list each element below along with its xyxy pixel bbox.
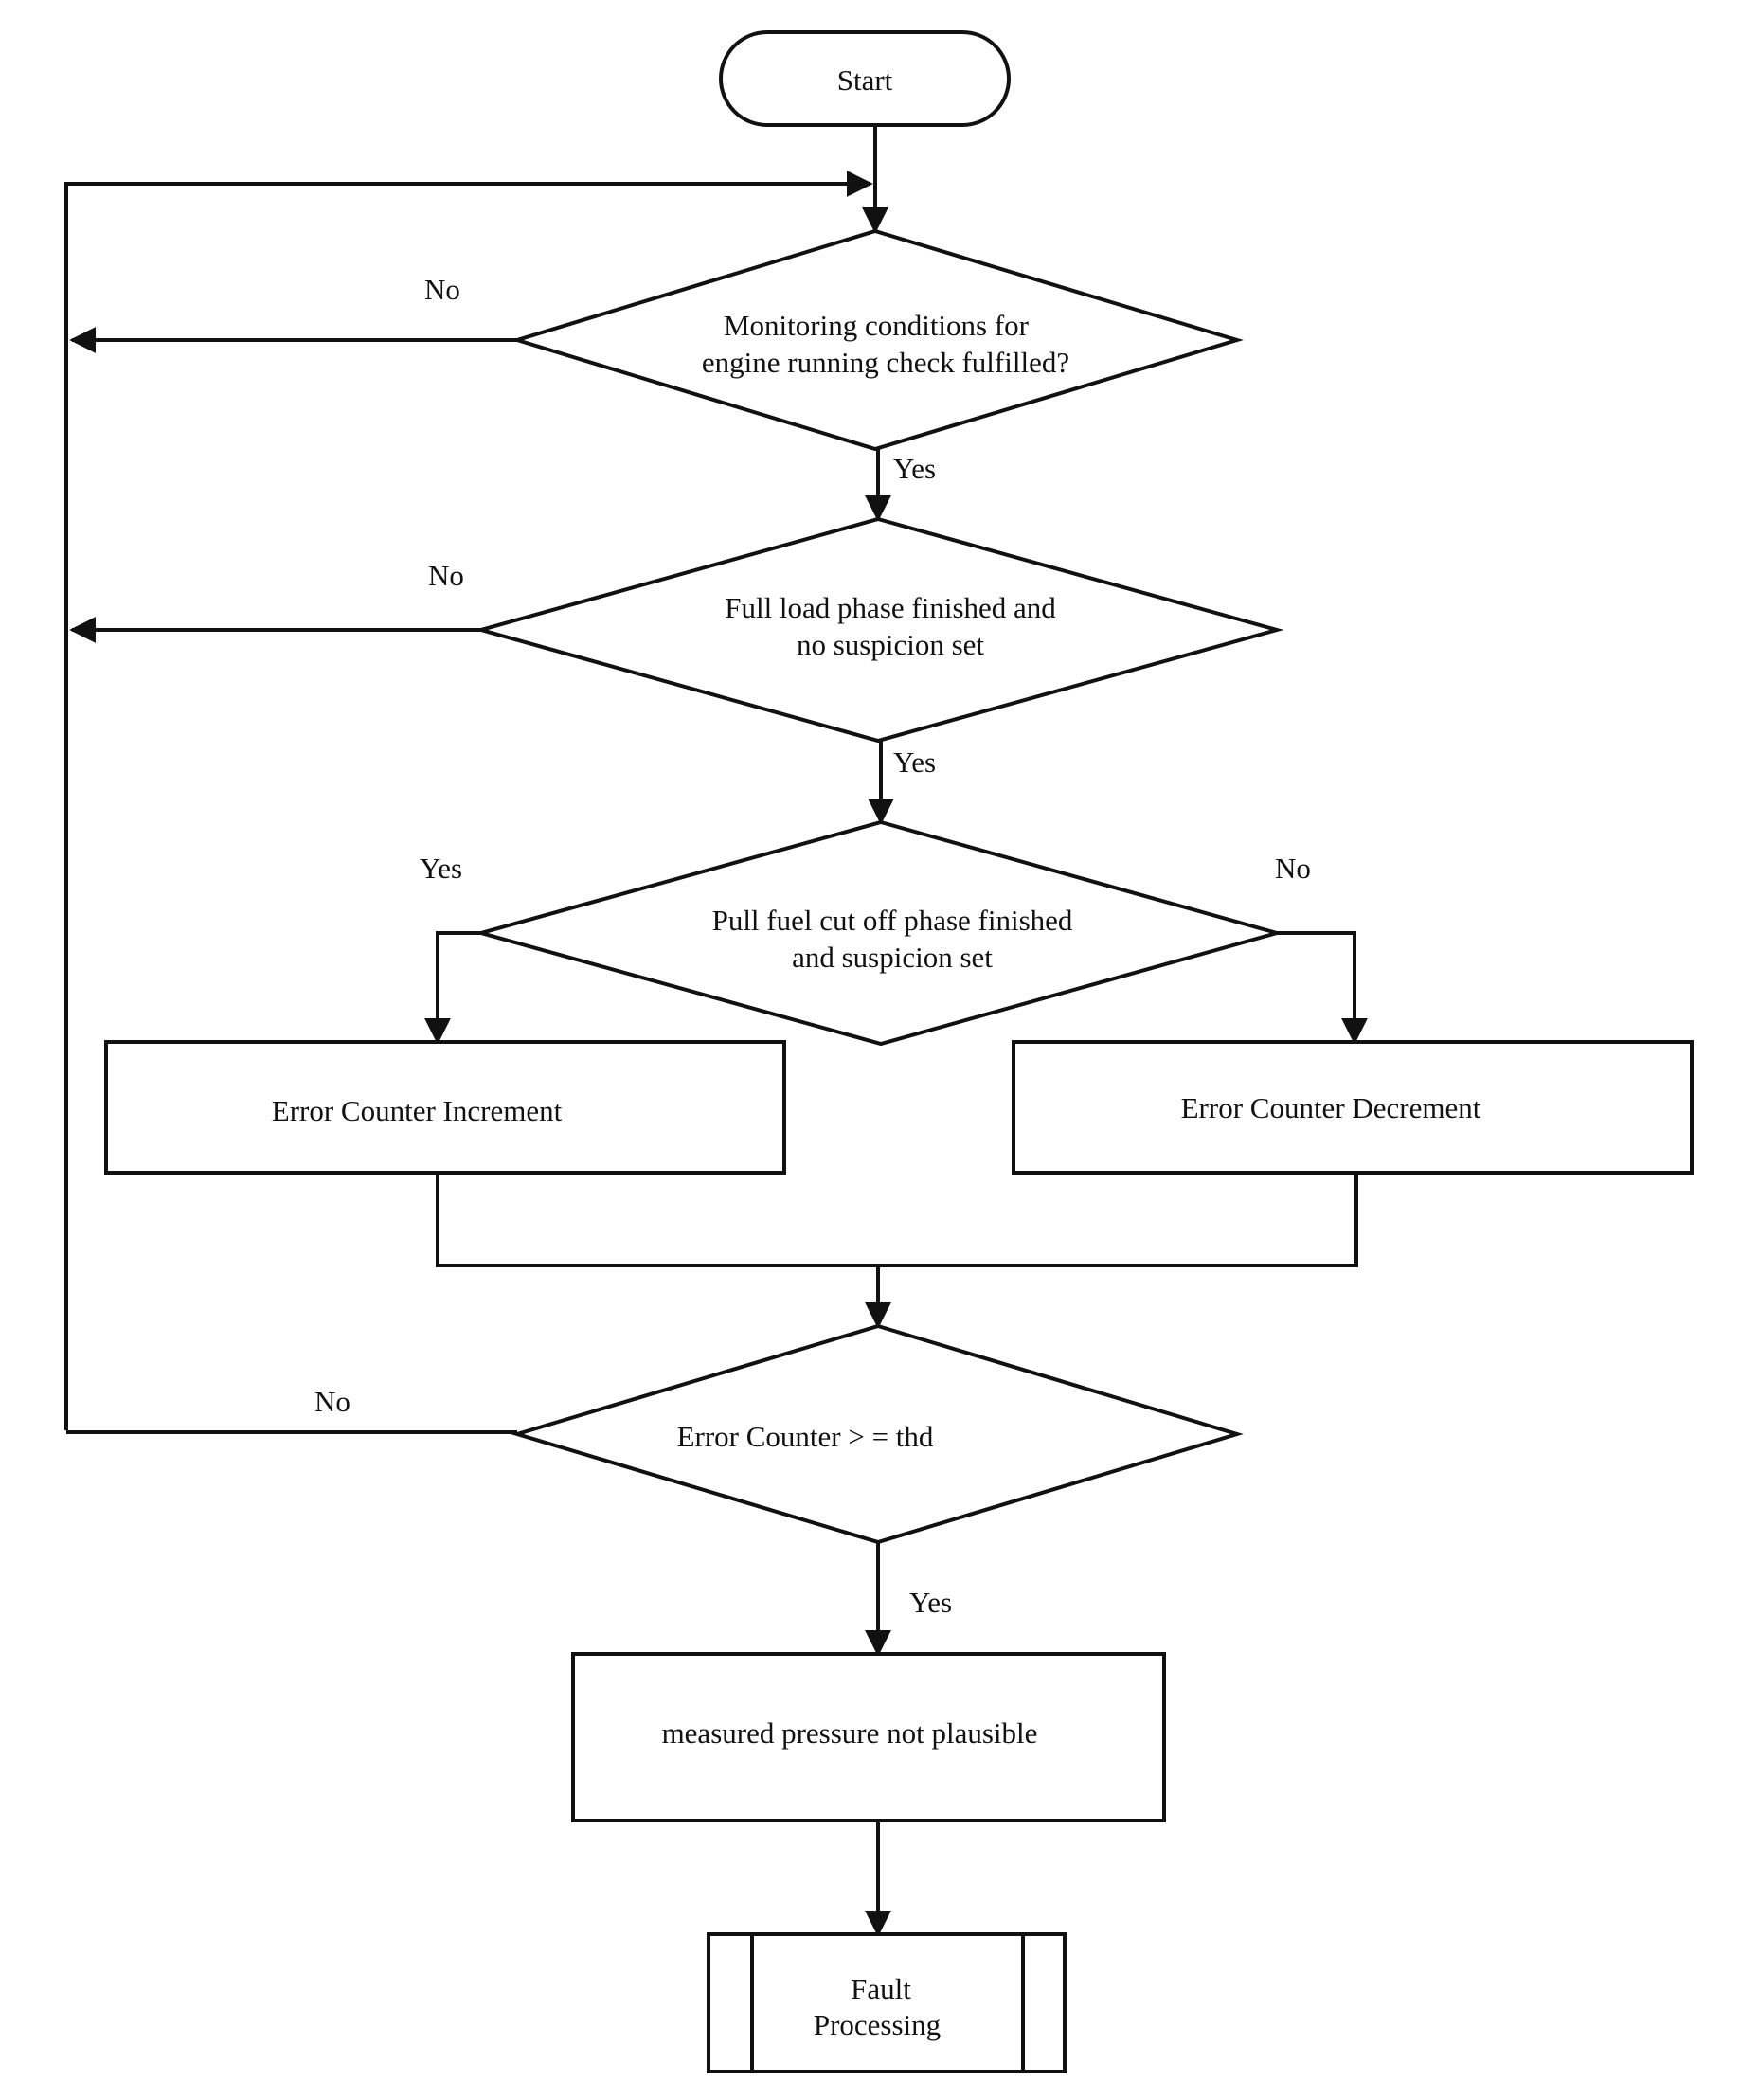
fuel-cut-label-line2: and suspicion set <box>792 941 993 974</box>
edge-fuel-cut-yes <box>424 931 481 1045</box>
edge-increment-merge <box>436 1173 1358 1267</box>
monitoring-yes-label: Yes <box>893 452 936 485</box>
process-increment: Error Counter Increment <box>104 1040 786 1175</box>
monitoring-label-line1: Monitoring conditions for <box>724 309 1030 342</box>
monitoring-no-label: No <box>424 273 460 306</box>
fuel-cut-label-line1: Pull fuel cut off phase finished <box>712 904 1073 937</box>
not-plausible-label: measured pressure not plausible <box>662 1716 1038 1750</box>
threshold-no-label: No <box>314 1385 350 1418</box>
edge-loop-back <box>64 171 873 1430</box>
increment-label: Error Counter Increment <box>272 1094 563 1127</box>
decision-fuel-cut: Pull fuel cut off phase finished and sus… <box>474 819 1284 1047</box>
start-node: Start <box>719 30 1011 127</box>
start-label: Start <box>837 63 893 97</box>
fault-label-line1: Fault <box>851 1972 911 2005</box>
decision-threshold: Error Counter > = thd <box>511 1323 1244 1545</box>
fault-label-line2: Processing <box>814 2008 941 2041</box>
process-not-plausible: measured pressure not plausible <box>571 1652 1166 1822</box>
full-load-label-line1: Full load phase finished and <box>725 591 1056 624</box>
fuel-cut-no-label: No <box>1275 852 1311 885</box>
full-load-yes-label: Yes <box>893 745 936 779</box>
threshold-yes-label: Yes <box>909 1586 952 1619</box>
edge-fuel-cut-no <box>1277 931 1368 1045</box>
full-load-no-label: No <box>428 559 464 592</box>
fuel-cut-yes-label: Yes <box>420 852 462 885</box>
process-decrement: Error Counter Decrement <box>1012 1040 1694 1175</box>
full-load-label-line2: no suspicion set <box>797 628 984 661</box>
predefined-process-fault: Fault Processing <box>707 1932 1067 2073</box>
decrement-label: Error Counter Decrement <box>1181 1091 1481 1124</box>
threshold-label: Error Counter > = thd <box>677 1420 934 1453</box>
monitoring-label-line2: engine running check fulfilled? <box>702 346 1069 379</box>
decision-full-load: Full load phase finished and no suspicio… <box>474 516 1284 744</box>
decision-monitoring: Monitoring conditions for engine running… <box>511 228 1244 452</box>
